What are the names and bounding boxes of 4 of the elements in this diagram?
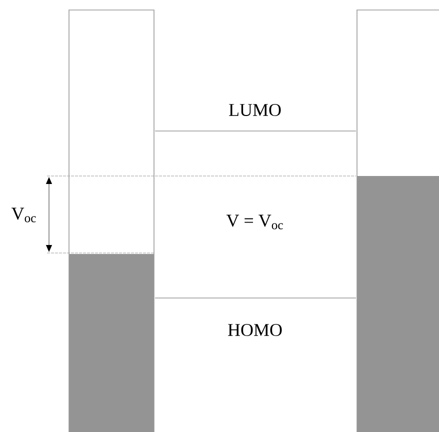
level-label: V = V$_{oc}$ [226, 214, 283, 230]
level-label: LUMO [229, 104, 281, 116]
level-label: V$_{oc}$ [12, 208, 36, 222]
level-label: HOMO [228, 324, 282, 336]
